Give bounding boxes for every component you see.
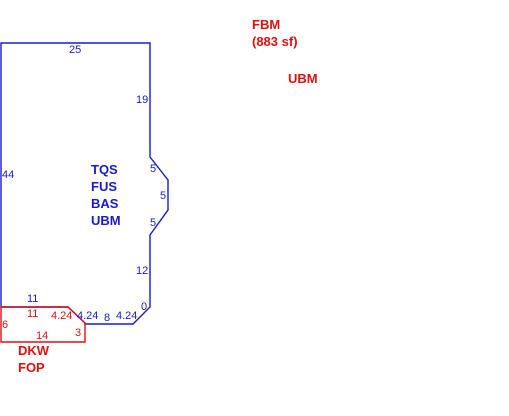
main-area-code-1: TQS bbox=[91, 162, 118, 177]
deck-dim-left: 6 bbox=[2, 319, 8, 331]
fbm-area-label: (883 sf) bbox=[252, 34, 298, 49]
dim-bottom-right-diag: 4.24 bbox=[116, 310, 137, 322]
main-area-code-4: UBM bbox=[91, 213, 121, 228]
dim-left: 44 bbox=[2, 169, 14, 181]
dim-bevel-middle: 5 bbox=[160, 190, 166, 202]
ubm-code-label: UBM bbox=[288, 71, 318, 86]
dim-bottom: 8 bbox=[104, 312, 110, 324]
dim-bevel-upper: 5 bbox=[150, 163, 156, 175]
deck-dim-right: 3 bbox=[75, 327, 81, 339]
dim-bevel-lower: 5 bbox=[150, 217, 156, 229]
deck-dim-diag: 4.24 bbox=[51, 310, 72, 322]
main-area-code-2: FUS bbox=[91, 179, 117, 194]
deck-area-outline bbox=[0, 306, 86, 343]
deck-dim-top: 11 bbox=[27, 308, 38, 320]
dim-right-upper: 19 bbox=[136, 94, 148, 106]
main-area-code-3: BAS bbox=[91, 196, 119, 211]
fbm-code-label: FBM bbox=[252, 17, 280, 32]
main-area-outline bbox=[0, 42, 169, 325]
dim-right-lower: 12 bbox=[136, 265, 148, 277]
deck-area-code-2: FOP bbox=[18, 360, 45, 375]
deck-area-code-1: DKW bbox=[18, 343, 50, 358]
dim-corner: 0 bbox=[141, 301, 147, 313]
dim-top: 25 bbox=[69, 44, 81, 56]
deck-dim-bottom: 14 bbox=[36, 330, 48, 342]
dim-bottom-left-diag: 4.24 bbox=[77, 310, 98, 322]
dim-bottom-left: 11 bbox=[27, 293, 38, 305]
